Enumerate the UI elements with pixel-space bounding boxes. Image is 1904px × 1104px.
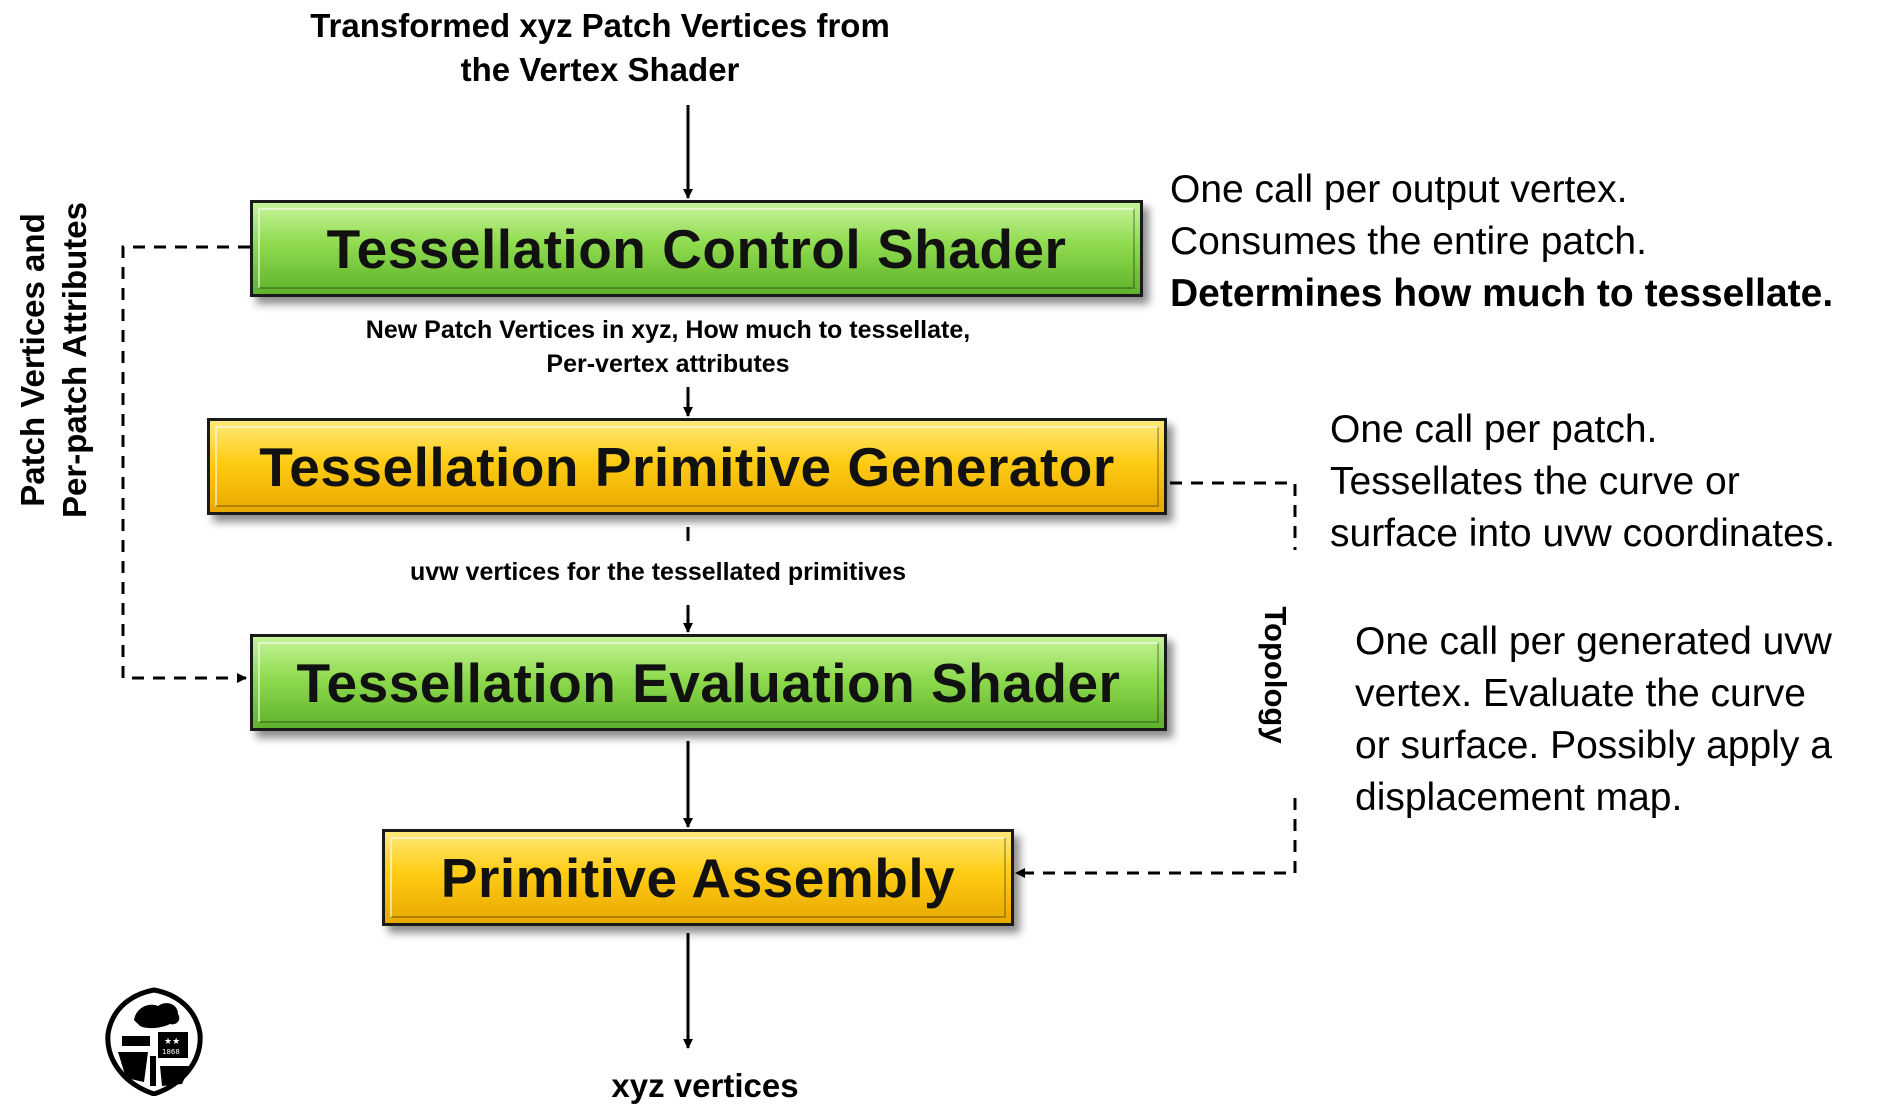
tpg-label: Tessellation Primitive Generator	[259, 435, 1115, 498]
tes-note-line-4: displacement map.	[1355, 776, 1683, 819]
tcs-note-line-3: Determines how much to tessellate.	[1170, 268, 1833, 320]
tes-label: Tessellation Evaluation Shader	[296, 651, 1121, 714]
tcs-to-tpg-label-line-2: Per-vertex attributes	[546, 350, 790, 378]
patch-attributes-label: Patch Vertices and Per-patch Attributes	[12, 150, 96, 570]
dashed-topology-bottom	[1015, 798, 1297, 878]
tcs-note-line-2: Consumes the entire patch.	[1170, 220, 1647, 263]
tpg-note-line-1: One call per patch.	[1330, 408, 1658, 451]
patch-attributes-line-1: Patch Vertices and	[14, 213, 51, 507]
input-label-line-2: the Vertex Shader	[460, 51, 740, 88]
tes-note-line-2: vertex. Evaluate the curve	[1355, 672, 1806, 715]
output-label: xyz vertices	[611, 1067, 799, 1104]
tcs-to-tpg-label-line-1: New Patch Vertices in xyz, How much to t…	[365, 316, 971, 344]
topology-label: Topology	[1258, 606, 1293, 744]
primitive-assembly-box: Primitive Assembly	[382, 829, 1014, 926]
tcs-note-emphasis: Determines how much to tessellate.	[1170, 272, 1834, 315]
tes-note-line-1: One call per generated uvw	[1355, 620, 1832, 663]
patch-attributes-line-2: Per-patch Attributes	[56, 202, 93, 518]
tcs-note-line-1: One call per output vertex.	[1170, 168, 1628, 211]
svg-text:★★: ★★	[164, 1037, 180, 1047]
dashed-patch-bypass	[121, 245, 250, 683]
university-seal-logo: ★★ 1868	[105, 987, 203, 1096]
tes-note-line-3: or surface. Possibly apply a	[1355, 724, 1832, 767]
dashed-topology-top	[1170, 481, 1297, 550]
input-label: Transformed xyz Patch Vertices from the …	[230, 4, 970, 92]
tpg-note-line-2: Tessellates the curve or	[1330, 460, 1740, 503]
tessellation-primitive-generator-box: Tessellation Primitive Generator	[207, 418, 1167, 515]
tpg-to-tes-label: uvw vertices for the tessellated primiti…	[409, 558, 907, 586]
tcs-label: Tessellation Control Shader	[326, 217, 1067, 280]
tcs-note: One call per output vertex. Consumes the…	[1170, 164, 1833, 320]
tcs-to-tpg-label: New Patch Vertices in xyz, How much to t…	[258, 313, 1078, 381]
tes-note: One call per generated uvw vertex. Evalu…	[1355, 616, 1832, 824]
tpg-note-line-3: surface into uvw coordinates.	[1330, 512, 1836, 555]
tessellation-control-shader-box: Tessellation Control Shader	[250, 200, 1143, 297]
svg-text:1868: 1868	[162, 1048, 180, 1056]
tpg-note: One call per patch. Tessellates the curv…	[1330, 404, 1835, 560]
pa-label: Primitive Assembly	[440, 846, 956, 909]
input-label-line-1: Transformed xyz Patch Vertices from	[310, 7, 890, 44]
tessellation-evaluation-shader-box: Tessellation Evaluation Shader	[250, 634, 1167, 731]
